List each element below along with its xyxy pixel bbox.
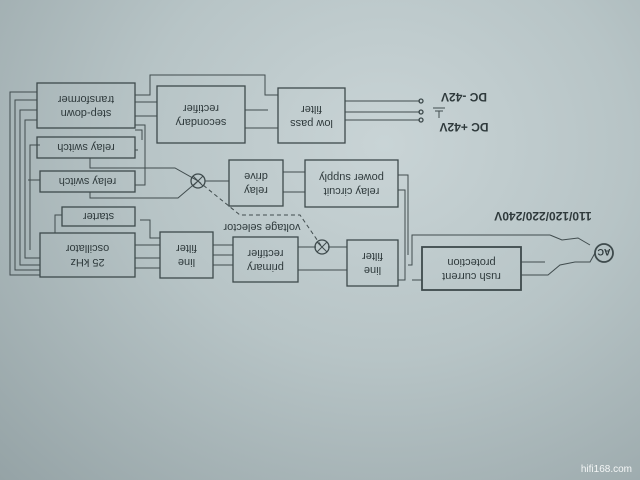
svg-text:transformer: transformer — [58, 93, 115, 105]
svg-text:line: line — [364, 264, 381, 276]
dc-negative-label: DC -42V — [441, 90, 487, 104]
relay-drive-block: relay drive — [228, 159, 284, 207]
svg-text:step-down: step-down — [61, 107, 112, 119]
svg-text:drive: drive — [244, 170, 268, 182]
svg-text:25 kHz: 25 kHz — [70, 256, 104, 268]
svg-text:low pass: low pass — [290, 117, 333, 129]
svg-text:filter: filter — [176, 242, 197, 254]
line-filter-left-block: line filter — [159, 231, 214, 279]
ac-source: AC — [594, 243, 614, 263]
input-voltage-label: 110/120/220/240V — [494, 209, 591, 223]
oscillator-block: 25 kHz oscillator — [39, 232, 136, 278]
svg-text:protection: protection — [447, 256, 495, 268]
output-terminals — [418, 98, 445, 123]
starter-block: starter — [61, 206, 136, 227]
svg-text:rectifier: rectifier — [183, 102, 219, 114]
relay-switch-block-2: relay switch — [39, 170, 136, 193]
watermark: hifi168.com — [581, 464, 632, 475]
svg-text:rush current: rush current — [442, 270, 501, 282]
svg-text:starter: starter — [83, 210, 115, 222]
svg-text:rectifier: rectifier — [247, 247, 283, 259]
svg-text:relay switch: relay switch — [57, 141, 114, 153]
secondary-rectifier-block: secondary rectifier — [156, 85, 246, 144]
primary-rectifier-block: primary rectifier — [232, 236, 299, 283]
voltage-selector-label: voltage selector — [223, 221, 300, 233]
svg-text:secondary: secondary — [175, 116, 226, 128]
svg-text:filter: filter — [362, 250, 383, 262]
line-filter-right-block: line filter — [346, 239, 399, 287]
relay-crossover-node — [190, 173, 206, 189]
svg-text:relay switch: relay switch — [59, 175, 116, 187]
svg-text:primary: primary — [247, 261, 284, 273]
svg-text:oscillator: oscillator — [65, 242, 109, 254]
svg-text:relay circuit: relay circuit — [324, 185, 380, 197]
rush-current-protection-block: rush current protection — [421, 246, 522, 291]
svg-text:power supply: power supply — [319, 171, 384, 183]
svg-text:line: line — [178, 256, 195, 268]
svg-text:AC: AC — [597, 247, 610, 257]
svg-text:filter: filter — [301, 103, 322, 115]
step-down-transformer-block: step-down transformer — [36, 82, 136, 129]
svg-text:relay: relay — [244, 184, 268, 196]
relay-switch-block-1: relay switch — [36, 136, 136, 159]
dc-positive-label: DC +42V — [439, 120, 488, 134]
relay-circuit-power-supply-block: relay circuit power supply — [304, 159, 399, 208]
voltage-selector-node — [314, 239, 330, 255]
low-pass-filter-block: low pass filter — [277, 87, 346, 144]
